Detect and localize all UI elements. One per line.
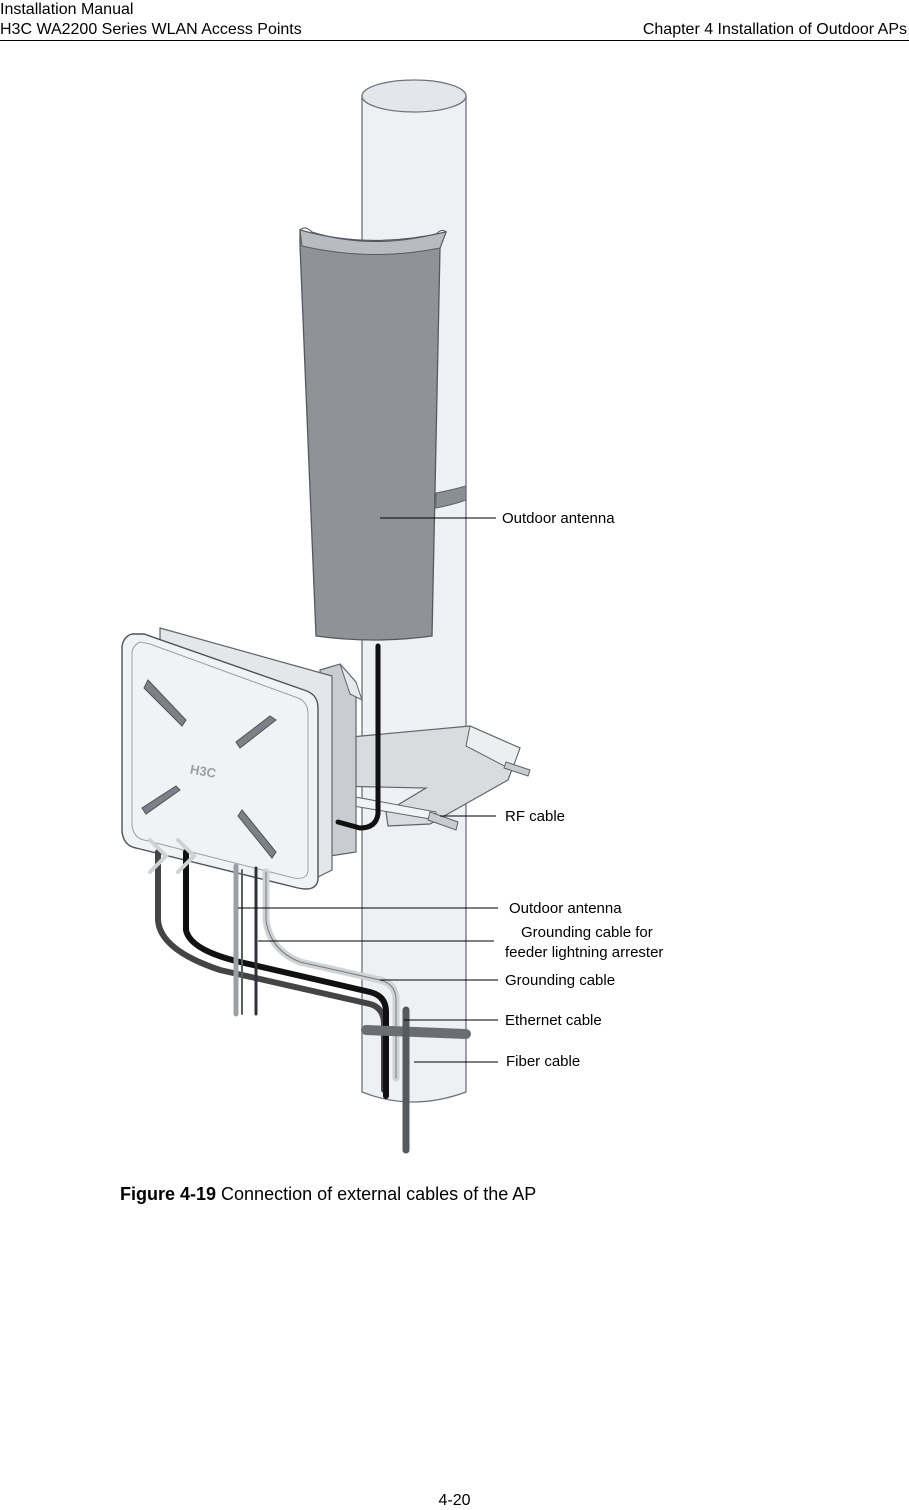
header-chapter: Chapter 4 Installation of Outdoor APs: [642, 21, 907, 38]
cables: [148, 643, 471, 1154]
header-rule: [0, 40, 909, 41]
label-ethernet-cable: Ethernet cable: [505, 1012, 602, 1029]
label-grounding-feeder-line1: Grounding cable for: [521, 924, 653, 941]
header-doc-type: Installation Manual: [0, 1, 134, 18]
h3c-logo: H3C: [189, 762, 218, 781]
label-outdoor-antenna-cable: Outdoor antenna: [509, 900, 622, 917]
outdoor-antenna: [299, 227, 448, 641]
page-number: 4-20: [438, 1492, 471, 1509]
label-grounding-cable: Grounding cable: [505, 972, 615, 989]
label-outdoor-antenna: Outdoor antenna: [502, 510, 615, 527]
label-fiber-cable: Fiber cable: [506, 1053, 580, 1070]
figure-caption-text: Connection of external cables of the AP: [216, 1184, 537, 1204]
header-product: H3C WA2200 Series WLAN Access Points: [0, 21, 302, 38]
label-grounding-feeder-line2: feeder lightning arrester: [505, 944, 663, 961]
figure-caption: Figure 4-19 Connection of external cable…: [120, 1184, 536, 1205]
ap-cable-illustration: H3C Outdoor antenna RF cable Outdoor ant…: [121, 79, 663, 1154]
figure-caption-number: Figure 4-19: [120, 1184, 217, 1204]
access-point: H3C: [121, 627, 333, 890]
label-rf-cable: RF cable: [505, 808, 565, 825]
leader-lines: [238, 517, 498, 1063]
